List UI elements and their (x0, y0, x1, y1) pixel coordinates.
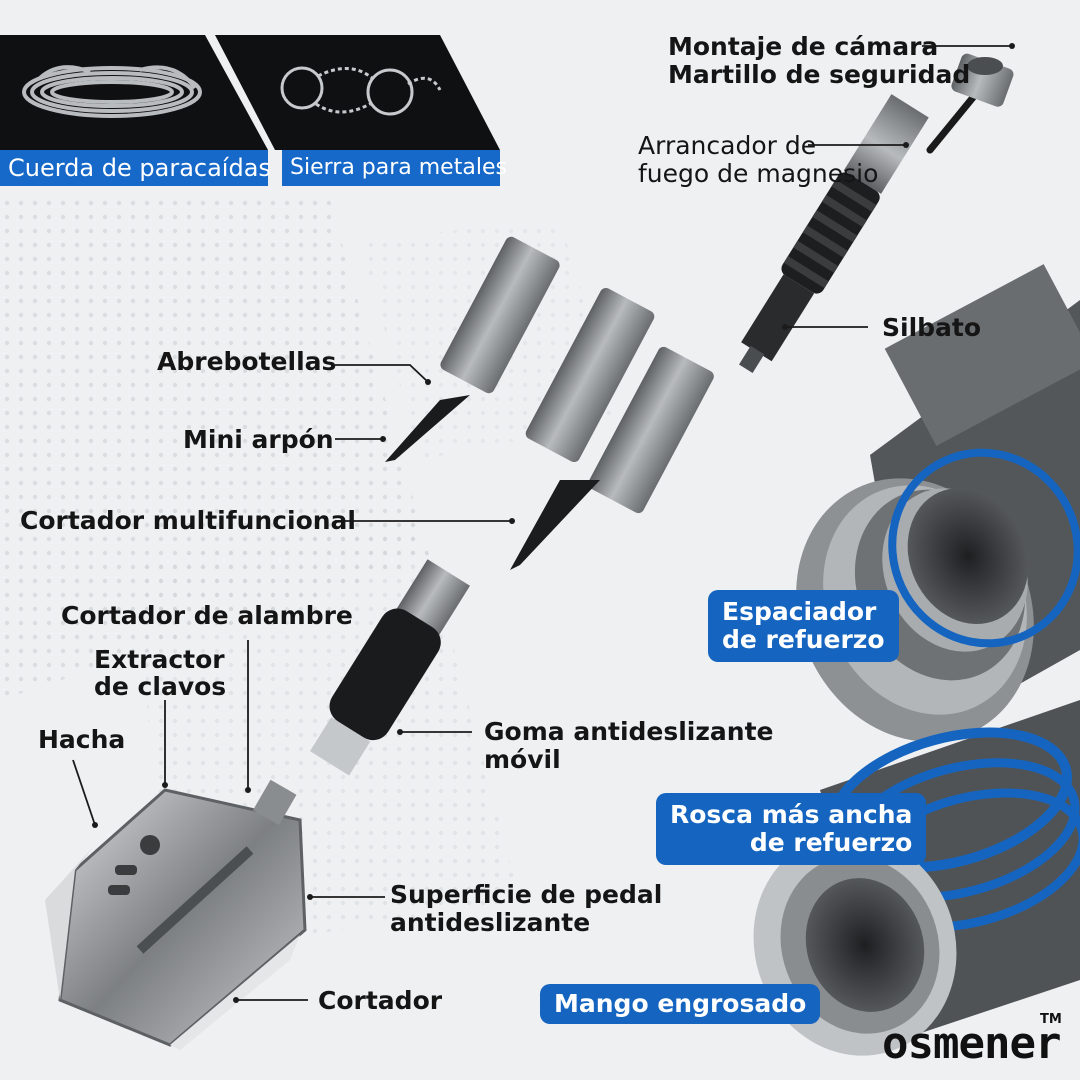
badge-thread-line1: Rosca más ancha (670, 800, 913, 829)
label-safety-hammer: Martillo de seguridad (668, 60, 971, 89)
saw-caption: Sierra para metales (282, 150, 507, 186)
paracord-icon (22, 65, 202, 118)
camera-mount-part (926, 53, 1014, 154)
badge-spacer-line2: de refuerzo (722, 625, 885, 654)
shovel-handle-segment (310, 559, 470, 776)
trademark-mark: TM (1040, 1012, 1062, 1027)
label-nail-puller-1: Extractor (94, 645, 225, 674)
multi-cutter-part (510, 346, 714, 570)
saw-panel (215, 35, 500, 150)
label-grip-2: móvil (484, 745, 561, 774)
label-bottle-opener: Abrebotellas (157, 347, 337, 376)
label-fire-starter-1: Arrancador de (638, 131, 817, 160)
rope-caption: Cuerda de paracaídas (0, 150, 271, 186)
leader-lines (72, 45, 1012, 1005)
label-grip-1: Goma antideslizante (484, 717, 774, 746)
rope-panel (0, 35, 268, 150)
badge-spacer: Espaciador de refuerzo (708, 590, 899, 662)
badge-handle: Mango engrosado (540, 984, 821, 1024)
label-pedal-2: antideslizante (390, 908, 591, 937)
label-mini-harpoon: Mini arpón (183, 425, 334, 454)
extension-tube (525, 287, 655, 463)
badge-thread: Rosca más ancha de refuerzo (656, 793, 927, 865)
label-nail-puller-2: de clavos (94, 672, 227, 701)
badge-spacer-line1: Espaciador (722, 597, 877, 626)
fire-starter-rod (739, 94, 929, 373)
brand-logo: osmener (882, 1018, 1061, 1069)
label-camera-mount: Montaje de cámara (668, 32, 939, 61)
label-multi-cutter: Cortador multifuncional (20, 506, 356, 535)
label-whistle: Silbato (882, 313, 982, 342)
label-axe: Hacha (38, 725, 126, 754)
bottle-opener-tube (385, 236, 560, 462)
label-pedal-1: Superficie de pedal (390, 880, 663, 909)
badge-thread-line2: de refuerzo (749, 828, 913, 857)
wire-saw-icon (280, 66, 442, 116)
label-fire-starter-2: fuego de magnesio (638, 159, 879, 188)
label-wire-cutter: Cortador de alambre (61, 601, 353, 630)
shovel-head (45, 779, 307, 1050)
label-cutter: Cortador (318, 986, 443, 1015)
